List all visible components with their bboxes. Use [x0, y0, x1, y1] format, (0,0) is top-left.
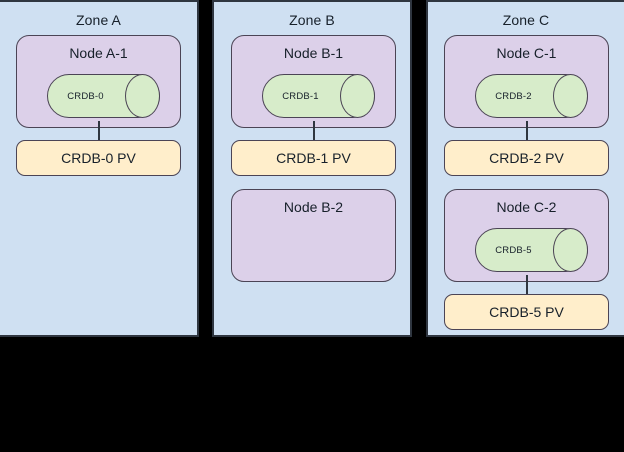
cylinder-cap-icon — [553, 227, 589, 272]
cylinder-cap-icon — [340, 73, 376, 118]
zone-a-title: Zone A — [76, 12, 121, 28]
volume-crdb-2-pv[interactable]: CRDB-2 PV — [444, 140, 609, 176]
database-crdb-1[interactable]: CRDB-1 — [262, 73, 376, 118]
database-crdb-0-label: CRDB-0 — [67, 90, 104, 102]
connector-crdb-5 — [526, 275, 528, 296]
node-c-2[interactable]: Node C-2 CRDB-5 — [444, 189, 609, 282]
node-b-1-title: Node B-1 — [283, 45, 344, 61]
volume-crdb-0-pv[interactable]: CRDB-0 PV — [16, 140, 181, 176]
node-a-1[interactable]: Node A-1 CRDB-0 — [16, 35, 181, 128]
volume-crdb-1-pv[interactable]: CRDB-1 PV — [231, 140, 396, 176]
node-c-1-title: Node C-1 — [496, 45, 557, 61]
database-crdb-5[interactable]: CRDB-5 — [475, 227, 589, 272]
database-crdb-2-label: CRDB-2 — [495, 90, 532, 102]
node-c-1[interactable]: Node C-1 CRDB-2 — [444, 35, 609, 128]
node-b-1[interactable]: Node B-1 CRDB-1 — [231, 35, 396, 128]
database-crdb-1-label: CRDB-1 — [282, 90, 319, 102]
zone-b-title: Zone B — [289, 12, 335, 28]
connector-crdb-1 — [313, 121, 315, 142]
database-crdb-2[interactable]: CRDB-2 — [475, 73, 589, 118]
node-c-2-title: Node C-2 — [496, 199, 557, 215]
cylinder-cap-icon — [125, 73, 161, 118]
node-b-2[interactable]: Node B-2 — [231, 189, 396, 282]
volume-crdb-5-pv[interactable]: CRDB-5 PV — [444, 294, 609, 330]
zone-c-container[interactable]: Zone C Node C-1 CRDB-2 CRDB-2 PV Node C-… — [426, 0, 624, 337]
database-crdb-5-label: CRDB-5 — [495, 244, 532, 256]
connector-crdb-0 — [98, 121, 100, 142]
node-b-2-title: Node B-2 — [283, 199, 344, 215]
node-a-1-title: Node A-1 — [69, 45, 128, 61]
zone-a-container[interactable]: Zone A Node A-1 CRDB-0 CRDB-0 PV — [0, 0, 199, 337]
zone-b-container[interactable]: Zone B Node B-1 CRDB-1 CRDB-1 PV Node B-… — [212, 0, 412, 337]
zone-c-title: Zone C — [502, 12, 550, 28]
connector-crdb-2 — [526, 121, 528, 142]
cylinder-cap-icon — [553, 73, 589, 118]
database-crdb-0[interactable]: CRDB-0 — [47, 73, 161, 118]
